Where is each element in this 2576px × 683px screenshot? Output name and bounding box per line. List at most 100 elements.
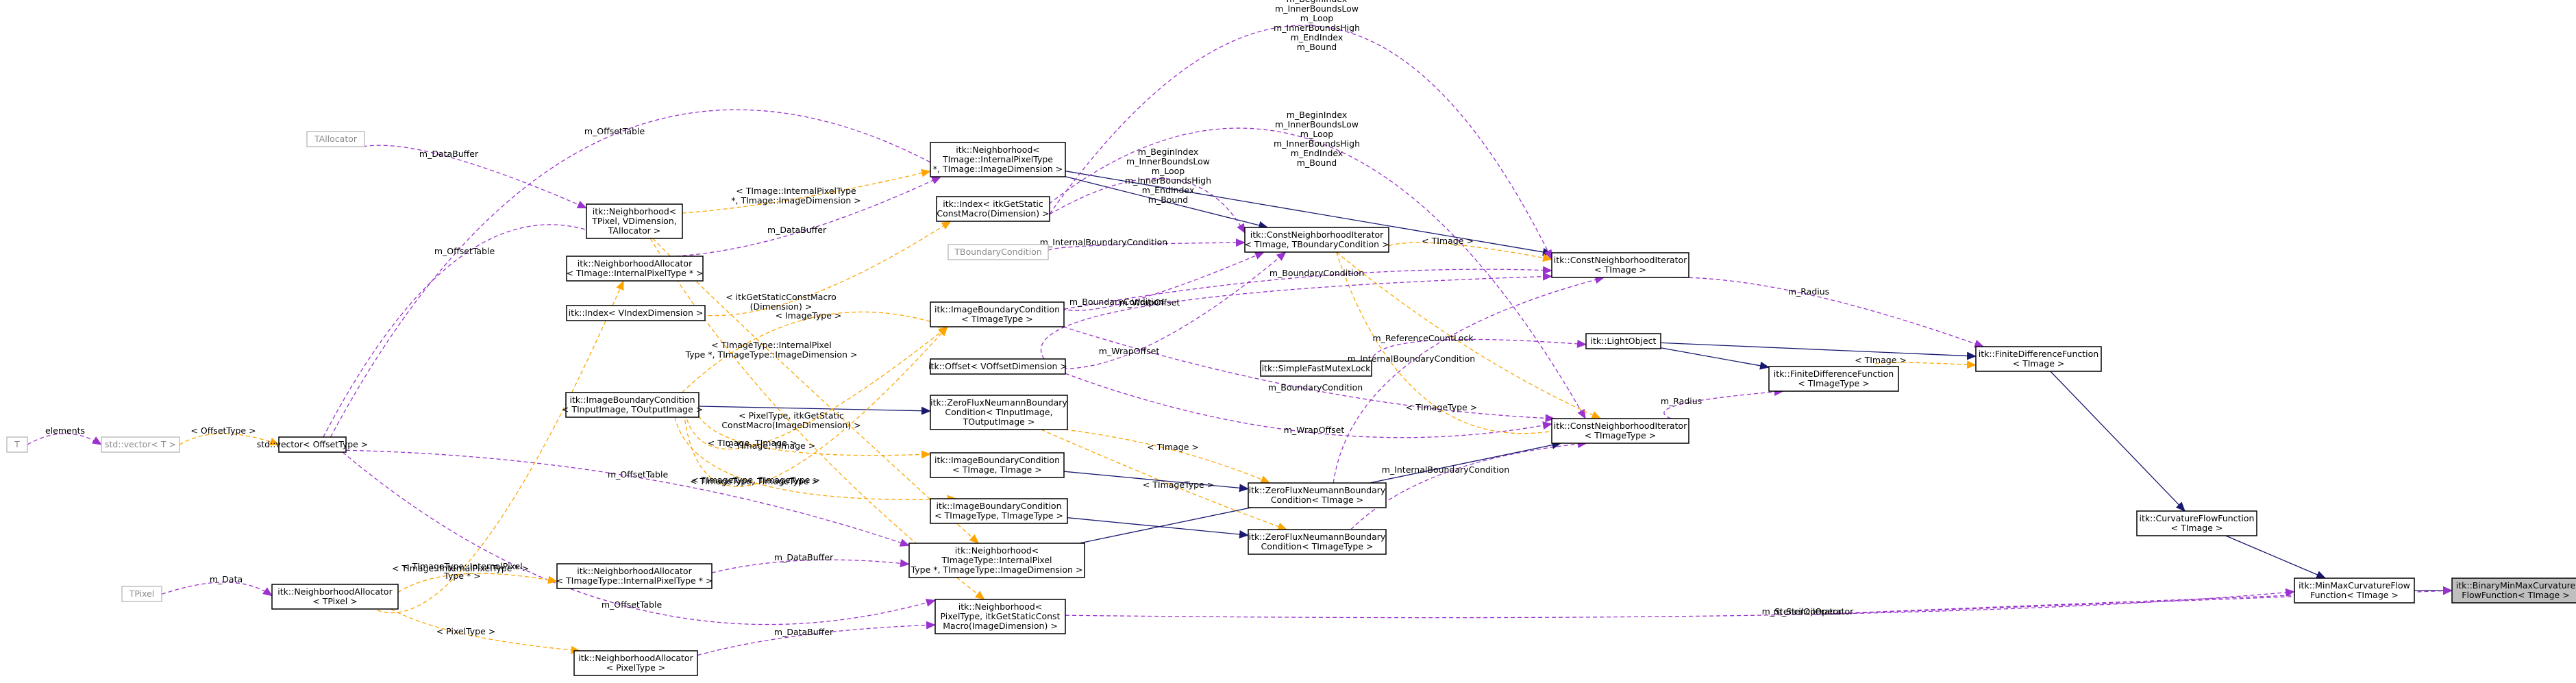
class-node-label: TAllocator [314,134,358,144]
edge-usage-cni-tt-to-fdf-tt [1663,388,1784,419]
edge-label: < TImage::InternalPixelType [736,186,856,196]
edge-label: m_DataBuffer [774,627,834,637]
class-node-fdf-t[interactable]: itk::FiniteDifferenceFunction< TImage > [1975,346,2102,372]
class-node-label: itk::ZeroFluxNeumannBoundary [1249,532,1386,542]
class-node-box [556,563,713,589]
edge-usage-nalloc-internal-to-nbr-internal [676,176,942,257]
edge-label: m_DataBuffer [419,149,479,159]
class-node-fdf-tt[interactable]: itk::FiniteDifferenceFunction< TImageTyp… [1768,366,1899,392]
class-node-curv[interactable]: itk::CurvatureFlowFunction< TImage > [2136,510,2257,536]
class-node-nbr-tmpl[interactable]: itk::Neighborhood<TPixel, VDimension,TAl… [586,203,683,239]
edge-labels-layer: m_StencilOperator< TImage >m_Radiusm_Rad… [45,0,1907,637]
class-node-label: < TImageType, TImageType > [934,510,1063,521]
class-node-cni-tmpl[interactable]: itk::ConstNeighborhoodIterator< TImage, … [1244,227,1389,253]
class-node-box [930,395,1068,430]
class-node-boundcond-gray[interactable]: TBoundaryCondition [948,244,1049,260]
class-node-root[interactable]: itk::BinaryMinMaxCurvatureFlowFunction< … [2451,578,2576,604]
edge-label: m_BeginIndex [1287,110,1347,120]
edge-label: ConstMacro(ImageDimension) > [721,420,860,430]
edge-label: m_InnerBoundsHigh [1125,175,1211,186]
edge-template-cni-tmpl-to-cni-tt [1335,251,1602,434]
edge-usage-ibc-timage-to-cni-tt [1063,326,1555,423]
class-node-cni-tt[interactable]: itk::ConstNeighborhoodIterator< TImageTy… [1551,418,1689,444]
edge-label: m_InternalBoundaryCondition [1348,353,1475,364]
class-node-box [573,650,698,676]
edge-template-ibc-tmpl-to-ibc-timage [682,311,948,393]
class-node-box [566,305,706,321]
edge-usage-ibc-timage-to-cni-t [1063,266,1552,310]
class-node-ibc-t-t[interactable]: itk::ImageBoundaryCondition< TImage, TIm… [930,452,1065,478]
class-node-box [271,584,399,610]
class-node-label: FlowFunction< TImage > [2462,590,2569,600]
class-node-lightobj[interactable]: itk::LightObject [1585,333,1661,349]
class-node-nbr-tt[interactable]: itk::Neighborhood<TImageType::InternalPi… [908,543,1085,578]
edge-usage-stdvec-offset-to-nbr-internal [330,109,958,438]
class-node-label: itk::NeighborhoodAllocator [578,653,693,663]
edge-label: m_WrapOffset [1099,346,1160,356]
class-node-index-v[interactable]: itk::Index< VIndexDimension > [566,305,706,321]
class-node-nalloc-tpixel[interactable]: itk::NeighborhoodAllocator< TPixel > [271,584,399,610]
class-node-ibc-tt-tt[interactable]: itk::ImageBoundaryCondition< TImageType,… [930,498,1068,524]
class-node-nalloc-pixel[interactable]: itk::NeighborhoodAllocator< PixelType > [573,650,698,676]
edge-usage-zfn-tt-to-cni-tt [1350,440,1587,530]
class-node-label: itk::Neighborhood< [955,545,1039,556]
edge-template-zfn-tmpl-to-zfn-tt [1041,429,1288,531]
edge-label: elements [45,425,85,436]
edge-usage-tpixel-to-nalloc-tpixel [161,582,273,597]
class-node-label: itk::Neighborhood< [956,145,1040,155]
edge-usage-nalloc-tt-to-nbr-tt [711,559,910,573]
edge-label: < PixelType > [436,626,496,636]
class-node-tallocator[interactable]: TAllocator [306,131,365,147]
class-node-label: itk::ConstNeighborhoodIterator [1554,421,1687,431]
class-node-ibc-timage[interactable]: itk::ImageBoundaryCondition< TImageType … [930,301,1065,327]
class-node-label: TPixel [129,588,155,599]
edge-label: m_InnerBoundsLow [1126,156,1210,166]
edge-usage-minmax-to-root [1813,586,2453,615]
class-node-mutex[interactable]: itk::SimpleFastMutexLock [1260,360,1372,377]
class-node-cni-t[interactable]: itk::ConstNeighborhoodIterator< TImage > [1551,252,1689,278]
class-node-stdvec-t[interactable]: std::vector< T > [101,436,180,453]
class-node-index-tmpl[interactable]: itk::Index< itkGetStaticConstMacro(Dimen… [936,196,1050,222]
class-node-nalloc-internal[interactable]: itk::NeighborhoodAllocator< TImage::Inte… [566,256,704,282]
class-node-label: < TImage::InternalPixelType * > [566,268,703,278]
edge-label: m_BoundaryCondition [1270,268,1364,278]
edge-label: < TImageType > [1406,402,1477,412]
class-node-box [2294,578,2415,604]
edge-template-nbr-tmpl-to-nbr-tt [652,238,980,544]
class-node-box [1768,366,1899,392]
edge-inherit-curv-to-minmax [2225,535,2327,579]
edge-usage-tallocator-to-nbr-tmpl [362,145,587,209]
edge-label: < TImage, TImage > [708,438,797,448]
class-node-label: TImageType::InternalPixel [941,555,1052,565]
edge-usage-offset-to-cni-tt [1065,373,1552,438]
class-node-label: < TPixel > [312,596,357,606]
edge-usage-stdvec-offset-to-nbr-tt [345,449,910,547]
edge-label: m_InnerBoundsLow [1275,3,1359,14]
class-node-label: TPixel, VDimension, [591,216,676,226]
edge-label: < TImage, TImage > [726,440,815,451]
edge-label: < TImageType > [1143,480,1214,490]
edge-label: m_InnerBoundsHigh [1274,138,1360,149]
class-node-label: itk::NeighborhoodAllocator [577,566,692,576]
class-node-t-gray[interactable]: T [6,436,28,453]
class-node-ibc-tmpl[interactable]: itk::ImageBoundaryCondition< TInputImage… [562,392,703,418]
class-node-nalloc-tt[interactable]: itk::NeighborhoodAllocator< TImageType::… [556,563,713,589]
class-node-box [2451,578,2576,604]
class-node-nbr-pixel[interactable]: itk::Neighborhood<PixelType, itkGetStati… [934,599,1066,634]
edge-label: m_InnerBoundsLow [1275,119,1359,129]
class-node-box [121,586,162,602]
class-node-tpixel[interactable]: TPixel [121,586,162,602]
class-node-nbr-internal[interactable]: itk::Neighborhood<TImage::InternalPixelT… [930,142,1066,177]
class-node-box [306,131,365,147]
class-node-offset[interactable]: itk::Offset< VOffsetDimension > [928,358,1067,375]
class-node-label: itk::ZeroFluxNeumannBoundary [1249,485,1386,495]
edge-template-nbr-tmpl-to-nbr-internal [682,169,931,214]
class-node-label: std::vector< T > [105,439,176,449]
edge-usage-boundcond-gray-to-cni-tmpl [1048,238,1246,251]
class-node-stdvec-offset[interactable]: std::vector< OffsetType > [257,436,369,453]
edges-layer [27,25,2453,656]
